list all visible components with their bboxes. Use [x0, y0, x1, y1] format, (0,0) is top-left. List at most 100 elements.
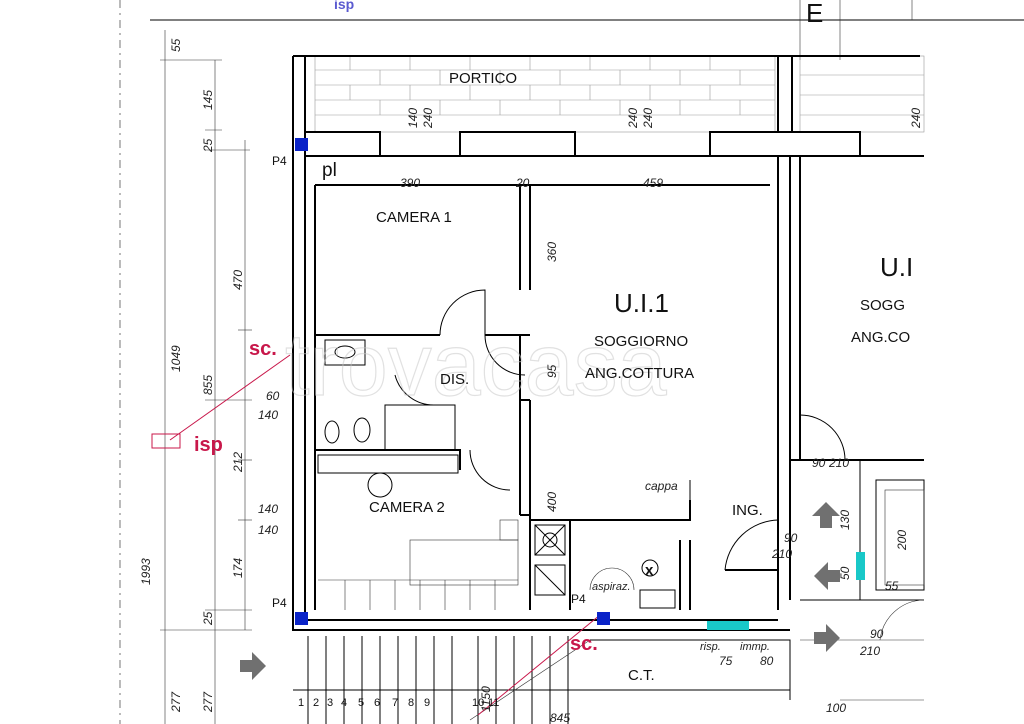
dim-v277a: 277: [169, 691, 183, 713]
stair-step-number: 4: [341, 697, 347, 709]
vent-marker: [856, 552, 865, 580]
stair-step-number: 5: [358, 697, 364, 709]
sc-label-bottom: sc.: [570, 633, 598, 655]
pl-label: pl: [322, 160, 337, 181]
room-label-portico: PORTICO: [449, 70, 517, 87]
room-label-soggiorno: SOGGIORNO: [594, 333, 688, 350]
stair-step-number: 6: [374, 697, 380, 709]
dim-v174: 174: [231, 558, 245, 578]
dim-140a: 140: [406, 108, 420, 128]
watermark: trovacasa: [285, 315, 667, 414]
dim-v470: 470: [231, 270, 245, 290]
bathroom-fixtures: [317, 339, 459, 498]
dim-20: 20: [515, 176, 530, 190]
aspiraz-label: aspiraz.: [592, 581, 631, 593]
stair-step-number: 2: [313, 697, 319, 709]
dim-140c: 140: [258, 502, 278, 516]
room-label-soggiorno-right: SOGG: [860, 297, 905, 314]
pillar-label-top: P4: [272, 154, 287, 168]
dimension-ticks: [160, 59, 252, 631]
dim-240b: 240: [626, 108, 640, 129]
cappa-label: cappa: [645, 479, 678, 493]
dim-240c: 240: [641, 108, 655, 129]
dim-v145: 145: [201, 90, 215, 110]
dim-210c: 210: [859, 644, 880, 658]
dim-80: 80: [760, 654, 774, 668]
stair-step-number: 10: [472, 697, 484, 709]
entry-arrows: [240, 502, 840, 680]
dim-95: 95: [545, 364, 559, 378]
arrow-left-icon: [814, 562, 840, 590]
dim-459: 459: [643, 176, 663, 190]
stairs: [293, 636, 791, 724]
unit-label: U.I.1: [614, 288, 669, 318]
stair-step-number: 11: [488, 697, 499, 709]
dim-100: 100: [826, 701, 846, 715]
immp-label: immp.: [740, 641, 770, 653]
interior-walls: [314, 184, 778, 610]
stair-step-number: 1: [298, 697, 304, 709]
dim-90b: 90: [784, 531, 798, 545]
kitchen-fixtures: [534, 480, 691, 609]
dim-v55: 55: [169, 38, 183, 52]
right-unit-walls: [789, 460, 925, 701]
dim-v1049: 1049: [169, 345, 183, 372]
x-mark: x: [645, 562, 654, 579]
dim-210b: 210: [771, 547, 792, 561]
dim-200: 200: [895, 530, 909, 551]
dim-60: 60: [266, 389, 280, 403]
dim-v25a: 25: [201, 138, 215, 153]
stair-step-number: 8: [408, 697, 414, 709]
dim-210a: 210: [828, 456, 849, 470]
camera-2-furniture: [318, 519, 519, 610]
dim-50: 50: [838, 566, 852, 580]
dim-v25b: 25: [201, 611, 215, 626]
room-label-camera-2: CAMERA 2: [369, 499, 445, 516]
dim-140d: 140: [258, 523, 278, 537]
stair-step-number: 3: [327, 697, 333, 709]
dim-240a: 240: [421, 108, 435, 129]
pillar-marker: [597, 612, 610, 625]
dim-390: 390: [400, 176, 420, 190]
sc-label-left: sc.: [249, 338, 277, 360]
dim-845: 845: [550, 711, 570, 724]
pillar-marker: [295, 138, 308, 151]
dim-130: 130: [838, 510, 852, 530]
room-label-camera-1: CAMERA 1: [376, 209, 452, 226]
room-label-dis: DIS.: [440, 371, 469, 388]
arrow-right-icon: [240, 652, 266, 680]
dim-400: 400: [545, 492, 559, 512]
stair-step-number: 9: [424, 697, 430, 709]
room-label-ang-cottura-right: ANG.CO: [851, 329, 910, 346]
dim-55b: 55: [885, 579, 899, 593]
dim-90c: 90: [870, 627, 884, 641]
stair-step-number: 7: [392, 697, 398, 709]
vent-marker: [707, 621, 749, 630]
dim-140b: 140: [258, 408, 278, 422]
unit-label-right: U.I: [880, 252, 913, 282]
dim-v212: 212: [231, 452, 245, 473]
outer-walls: [292, 55, 924, 631]
inspection-lines: [151, 354, 601, 716]
dim-v855: 855: [201, 375, 215, 395]
dim-360: 360: [545, 242, 559, 262]
room-label-ang-cottura: ANG.COTTURA: [585, 365, 694, 382]
colored-markers: [295, 138, 865, 630]
room-label-ct: C.T.: [628, 667, 655, 684]
dim-v1993: 1993: [139, 558, 153, 585]
dim-90a: 90: [812, 456, 826, 470]
dim-75: 75: [719, 654, 733, 668]
dim-v277b: 277: [201, 691, 215, 713]
dim-1150: 1150: [479, 686, 493, 712]
elevation-mark: E: [806, 0, 823, 28]
pillar-label-bottom-left: P4: [272, 596, 287, 610]
isp-label: isp: [194, 434, 223, 456]
arrow-up-icon: [812, 502, 840, 528]
pillar-marker: [295, 612, 308, 625]
arrow-right-icon: [814, 624, 840, 652]
room-label-ing: ING.: [732, 502, 763, 519]
risp-label: risp.: [700, 641, 721, 653]
dim-240d: 240: [909, 108, 923, 129]
isp-label-top: isp: [334, 0, 354, 12]
